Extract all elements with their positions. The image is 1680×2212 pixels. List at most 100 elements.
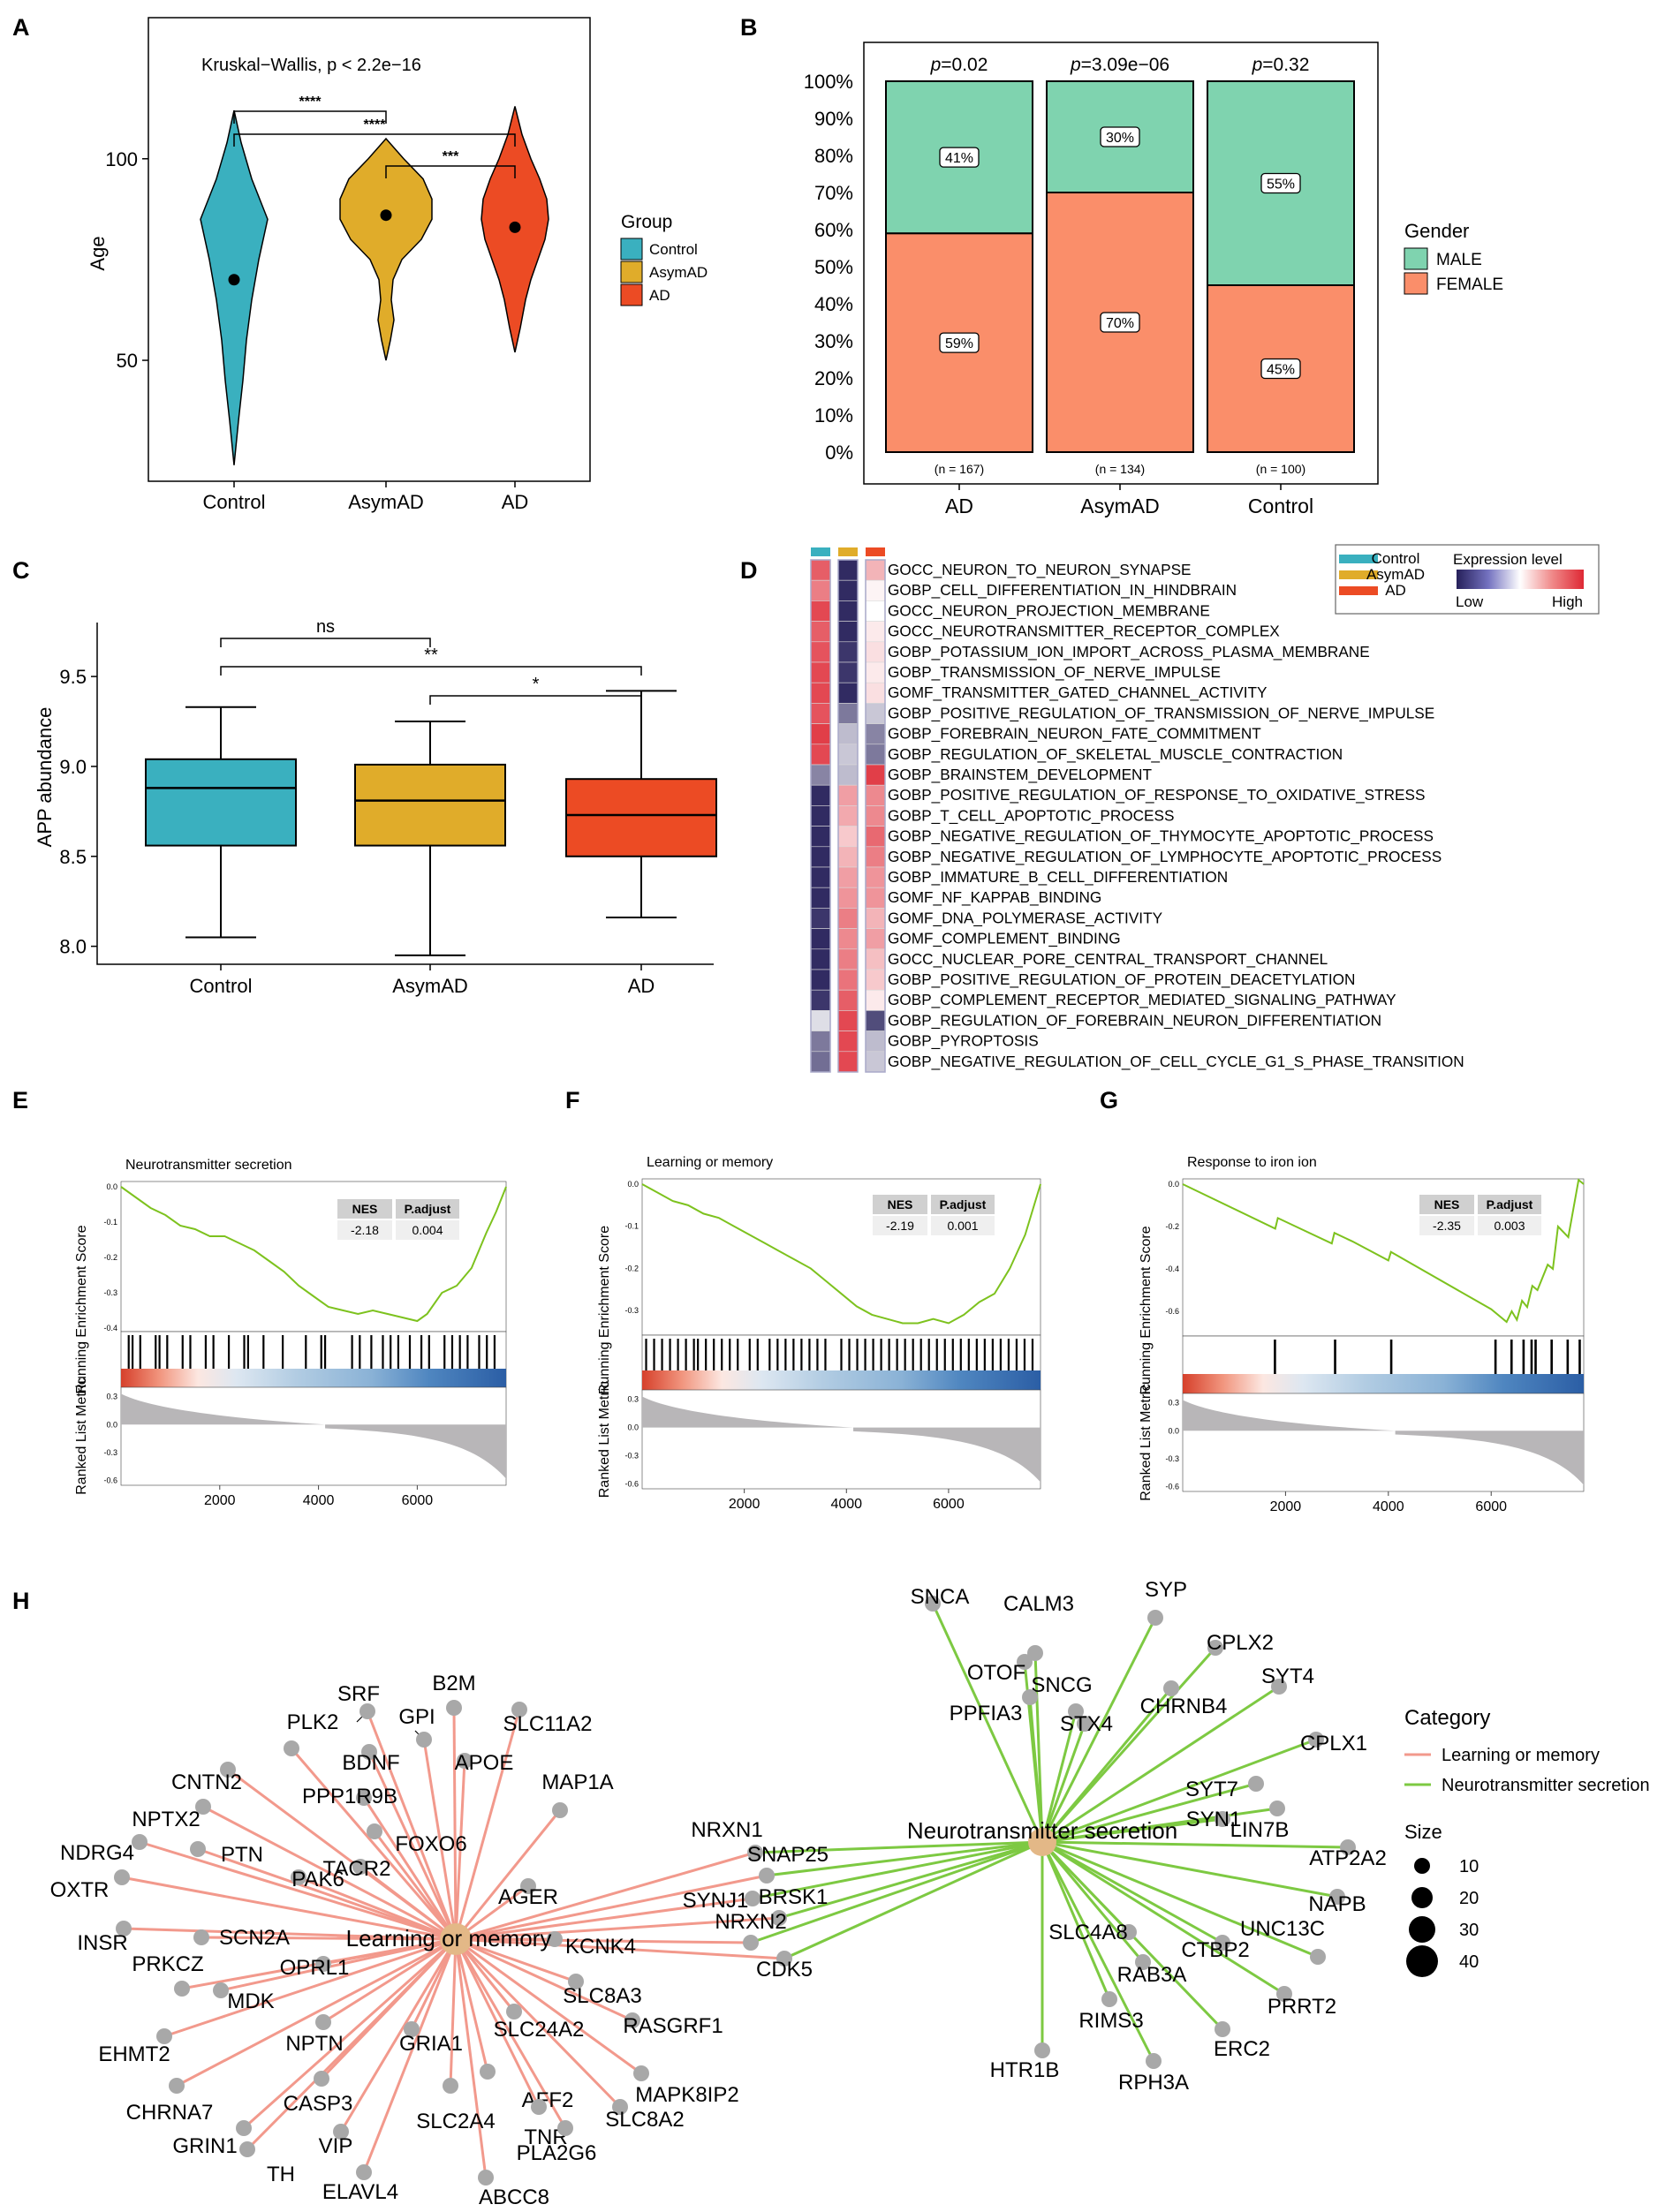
heatmap-cell	[837, 1031, 859, 1053]
y-tick-label: -0.3	[1165, 1454, 1179, 1463]
percent-label-box	[939, 332, 980, 353]
heatmap-cell	[810, 703, 831, 724]
gene-node	[1022, 1689, 1038, 1705]
gene-node	[156, 2028, 172, 2044]
y-tick-label: 80%	[814, 145, 853, 167]
gene-node	[352, 1859, 368, 1875]
gene-node	[416, 1732, 432, 1748]
heatmap-cell	[865, 928, 886, 950]
gene-node	[771, 1910, 787, 1926]
edge-neurotransmitter-secretion	[1041, 1617, 1157, 1843]
gene-label: LIN7B	[1230, 1818, 1290, 1842]
row-label: GOBP_BRAINSTEM_DEVELOPMENT	[888, 766, 1152, 783]
padj-header: P.adjust	[940, 1197, 987, 1212]
legend-label: AsymAD	[649, 264, 708, 281]
y-tick-label: 0.3	[106, 1393, 117, 1401]
gene-label: PLA2G6	[517, 2141, 597, 2165]
percent-label-box	[1260, 358, 1301, 380]
column-annotation-control	[811, 547, 830, 556]
legend-label: FEMALE	[1436, 276, 1503, 294]
heatmap-cell	[837, 928, 859, 950]
edge-learning-or-memory	[454, 1938, 489, 2072]
gsea-title: Response to iron ion	[1187, 1155, 1317, 1170]
heatmap-cell	[837, 682, 859, 704]
y-tick-label: 0.3	[1168, 1399, 1179, 1408]
heatmap-cell	[837, 1010, 859, 1031]
panel-letter-g: G	[1100, 1087, 1118, 1114]
panel-a-frame	[148, 17, 591, 482]
y-tick-label: 90%	[814, 108, 853, 130]
gene-label: SCN2A	[219, 1926, 290, 1950]
size-legend-dot	[1406, 1945, 1438, 1977]
y-tick-label: 0%	[825, 442, 853, 464]
y-axis-label-score: Running Enrichment Score	[597, 1226, 612, 1394]
edge-learning-or-memory	[362, 1797, 458, 1940]
edge-learning-or-memory	[454, 1938, 567, 2129]
padj-value: 0.004	[412, 1223, 443, 1237]
gene-label: TH	[267, 2163, 295, 2186]
y-tick-label: -0.6	[1165, 1483, 1179, 1491]
heatmap-cell	[837, 559, 859, 581]
gene-label: MAPK8IP2	[635, 2083, 738, 2107]
gene-label: SLC8A3	[563, 1984, 641, 2008]
legend-swatch	[1339, 555, 1378, 563]
edge-learning-or-memory	[454, 1938, 488, 2178]
p-value-label: p=0.02	[930, 55, 988, 75]
edge-learning-or-memory	[121, 1876, 457, 1941]
heatmap-cell	[865, 600, 886, 622]
p-value-label: p=0.32	[1252, 55, 1310, 75]
gene-label: SLC24A2	[494, 2018, 585, 2042]
edge-learning-or-memory	[339, 1938, 458, 2133]
legend-label: Control	[1372, 550, 1420, 567]
heatmap-cell	[865, 621, 886, 643]
gene-node	[174, 1981, 190, 1997]
panel-b-frame	[863, 42, 1379, 485]
row-label: GOBP_REGULATION_OF_SKELETAL_MUSCLE_CONTR…	[888, 745, 1343, 763]
heatmap-cell	[810, 641, 831, 663]
gene-label: SLC8A2	[605, 2108, 684, 2132]
heatmap-cell	[865, 641, 886, 663]
edge-learning-or-memory	[454, 1760, 466, 1940]
y-tick-label: 0.3	[627, 1395, 639, 1404]
row-label: GOBP_POSITIVE_REGULATION_OF_PROTEIN_DEAC…	[888, 970, 1355, 988]
x-tick-label: 4000	[830, 1497, 862, 1512]
hub-node-neurotransmitter-secretion	[1028, 1828, 1056, 1856]
panel-letter-h: H	[12, 1588, 30, 1614]
legend-swatch	[620, 283, 643, 306]
edge-neurotransmitter-secretion	[754, 1840, 1043, 1854]
heatmap-cell	[865, 1031, 886, 1053]
row-label: GOBP_T_CELL_APOPTOTIC_PROCESS	[888, 806, 1174, 824]
edge-learning-or-memory	[373, 1831, 458, 1940]
ranked-list-metric-area	[1183, 1400, 1584, 1485]
edge-learning-or-memory	[455, 1916, 780, 1941]
edge-learning-or-memory	[298, 1876, 457, 1941]
edge-learning-or-memory	[202, 1805, 457, 1941]
row-label: GOBP_POTASSIUM_ION_IMPORT_ACROSS_PLASMA_…	[888, 643, 1370, 661]
gene-label: PPFIA3	[950, 1702, 1023, 1725]
heatmap-cell	[810, 928, 831, 950]
padj-value: 0.001	[947, 1219, 978, 1233]
percent-label: 59%	[945, 336, 973, 351]
y-tick-label: -0.2	[624, 1264, 639, 1272]
y-tick-label: 0.0	[627, 1423, 639, 1432]
rank-color-strip	[1183, 1374, 1584, 1393]
gene-label: GRIA1	[399, 2032, 463, 2056]
gene-label: NPTN	[285, 2032, 343, 2056]
gene-label: CTBP2	[1181, 1938, 1249, 1962]
panel-letter-f: F	[565, 1087, 580, 1114]
gene-node	[552, 1802, 568, 1818]
gene-node	[213, 1982, 229, 1998]
y-tick-label: 20%	[814, 367, 853, 389]
edge-learning-or-memory	[139, 1840, 457, 1941]
heatmap-column-border	[837, 559, 859, 1073]
panel-d-heatmap: GOCC_NEURON_TO_NEURON_SYNAPSEGOBP_CELL_D…	[810, 544, 1600, 1073]
heatmap-cell	[837, 641, 859, 663]
gene-node	[114, 1869, 130, 1885]
gene-label: NAPB	[1308, 1892, 1366, 1916]
gene-node	[291, 1869, 306, 1885]
x-tick-label: AsymAD	[348, 491, 424, 513]
padj-header-cell	[931, 1195, 995, 1214]
edge-neurotransmitter-secretion	[783, 1840, 1043, 1960]
panel-letter-e: E	[12, 1087, 28, 1114]
